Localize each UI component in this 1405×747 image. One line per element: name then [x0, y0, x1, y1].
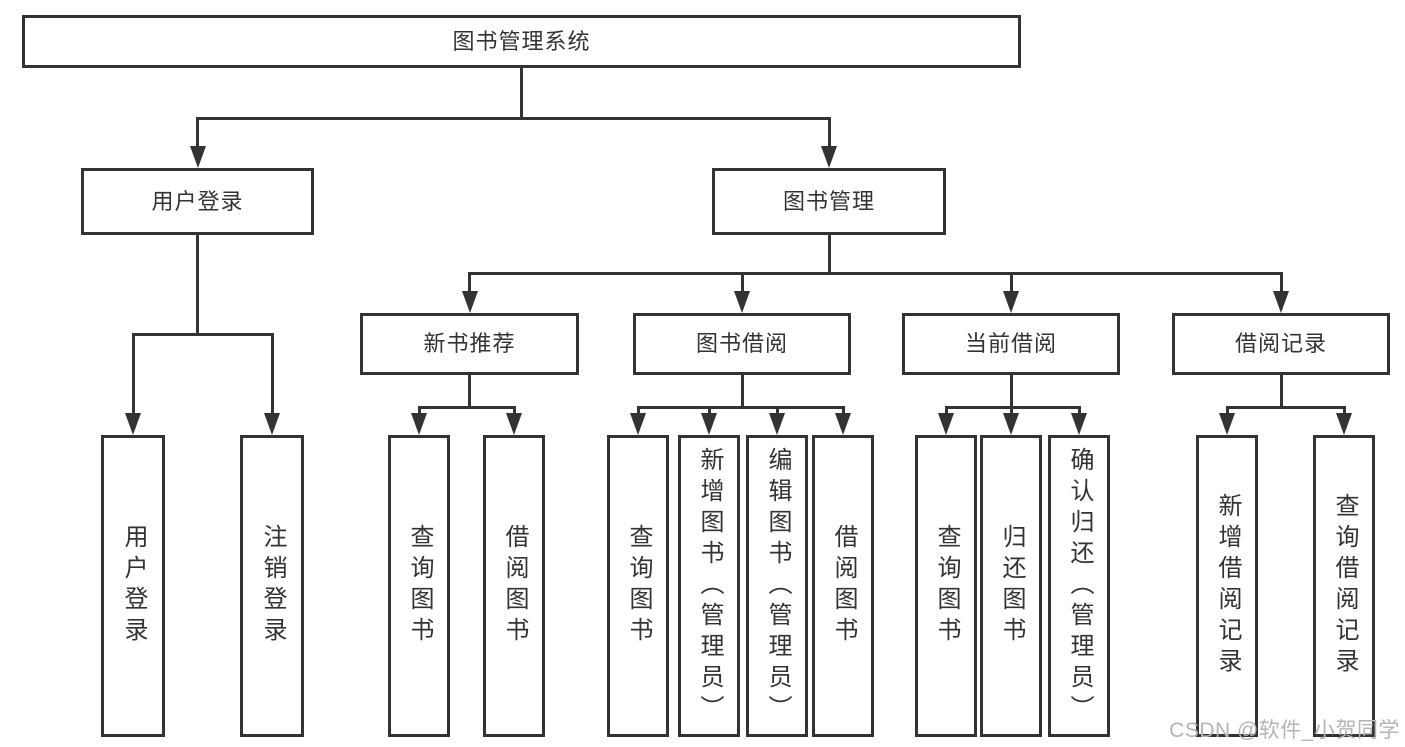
node-label: 编辑图书（管理员）: [764, 446, 791, 726]
arrow-down-icon: [1273, 291, 1289, 313]
node-label: 借阅图书: [830, 524, 857, 648]
node-label: 查询图书: [406, 524, 433, 648]
node-label: 归还图书: [998, 524, 1025, 648]
node-label: 图书管理: [782, 188, 875, 214]
arrow-down-icon: [701, 413, 717, 435]
node-leaf-user-login: 用户登录: [101, 435, 165, 737]
arrow-down-icon: [264, 413, 280, 435]
node-leaf-edit-book: 编辑图书（管理员）: [746, 435, 808, 737]
arrow-down-icon: [411, 413, 427, 435]
connector-cross: [417, 406, 516, 409]
connector-drop: [468, 272, 471, 292]
connector-drop: [775, 406, 779, 414]
connector-drop: [1009, 406, 1013, 414]
node-label: 查询图书: [625, 524, 652, 648]
node-borrow-record: 借阅记录: [1172, 313, 1390, 375]
node-label: 用户登录: [151, 188, 244, 214]
connector-stem: [1279, 375, 1283, 409]
node-label: 借阅图书: [501, 524, 528, 648]
arrow-down-icon: [189, 146, 206, 168]
connector-drop: [196, 117, 199, 147]
node-leaf-logout: 注销登录: [240, 435, 304, 737]
node-label: 确认归还（管理员）: [1066, 446, 1093, 726]
arrow-down-icon: [821, 146, 837, 168]
connector-drop: [707, 406, 711, 414]
arrow-down-icon: [734, 291, 750, 313]
node-leaf-add-borrow-record: 新增借阅记录: [1196, 435, 1258, 737]
node-label: 注销登录: [259, 524, 286, 648]
arrow-down-icon: [461, 291, 478, 313]
arrow-down-icon: [835, 413, 851, 435]
connector-stem: [196, 235, 199, 336]
arrow-down-icon: [1003, 413, 1019, 435]
node-leaf-confirm-return: 确认归还（管理员）: [1048, 435, 1110, 737]
arrow-down-icon: [125, 413, 141, 435]
connector-cross: [1225, 406, 1346, 409]
arrow-down-icon: [1003, 291, 1019, 313]
connector-cross: [944, 406, 1081, 409]
connector-drop: [270, 333, 274, 414]
arrow-down-icon: [1071, 413, 1087, 435]
node-root: 图书管理系统: [22, 15, 1021, 68]
node-label: 用户登录: [120, 524, 147, 648]
node-leaf-query-book-new: 查询图书: [388, 435, 450, 737]
node-label: 新增图书（管理员）: [696, 446, 723, 726]
node-label: 图书借阅: [695, 331, 788, 356]
connector-drop: [417, 406, 421, 414]
connector-drop: [512, 406, 516, 414]
node-leaf-query-borrow-record: 查询借阅记录: [1313, 435, 1375, 737]
node-label: 图书管理系统: [452, 28, 591, 54]
connector-drop: [841, 406, 845, 414]
connector-cross: [131, 333, 274, 336]
connector-cross: [636, 406, 845, 409]
connector-stem: [1009, 375, 1013, 409]
node-leaf-borrow-book: 借阅图书: [812, 435, 874, 737]
arrow-down-icon: [938, 413, 954, 435]
node-leaf-query-book-current: 查询图书: [915, 435, 977, 737]
connector-drop: [1279, 272, 1283, 292]
connector-drop: [1225, 406, 1229, 414]
connector-stem: [740, 375, 744, 409]
node-label: 查询借阅记录: [1331, 493, 1358, 679]
connector-drop: [1077, 406, 1081, 414]
connector-drop: [827, 117, 831, 147]
connector-stem: [827, 235, 831, 275]
node-book-mgmt: 图书管理: [712, 168, 946, 235]
node-label: 新增借阅记录: [1214, 493, 1241, 679]
connector-drop: [636, 406, 640, 414]
node-leaf-add-book: 新增图书（管理员）: [678, 435, 740, 737]
connector-drop: [1342, 406, 1346, 414]
node-current-borrow: 当前借阅: [902, 313, 1120, 375]
connector-stem: [520, 68, 523, 120]
node-label: 当前借阅: [964, 331, 1057, 356]
node-leaf-query-book-borrow: 查询图书: [607, 435, 669, 737]
arrow-down-icon: [1219, 413, 1235, 435]
node-leaf-return-book: 归还图书: [980, 435, 1042, 737]
connector-drop: [1009, 272, 1013, 292]
arrow-down-icon: [630, 413, 646, 435]
connector-cross: [468, 272, 1283, 275]
connector-drop: [944, 406, 948, 414]
connector-drop: [740, 272, 744, 292]
node-new-book-rec: 新书推荐: [360, 313, 579, 375]
node-label: 查询图书: [933, 524, 960, 648]
node-book-borrow: 图书借阅: [633, 313, 851, 375]
node-leaf-borrow-book-new: 借阅图书: [483, 435, 545, 737]
arrow-down-icon: [1336, 413, 1352, 435]
connector-cross: [196, 117, 831, 120]
watermark: CSDN @软件_小贺同学: [1169, 719, 1400, 742]
connector-drop: [131, 333, 135, 414]
node-user-login: 用户登录: [81, 168, 314, 235]
node-label: 新书推荐: [423, 331, 516, 356]
arrow-down-icon: [769, 413, 785, 435]
arrow-down-icon: [506, 413, 522, 435]
node-label: 借阅记录: [1234, 331, 1327, 356]
connector-stem: [468, 375, 471, 409]
